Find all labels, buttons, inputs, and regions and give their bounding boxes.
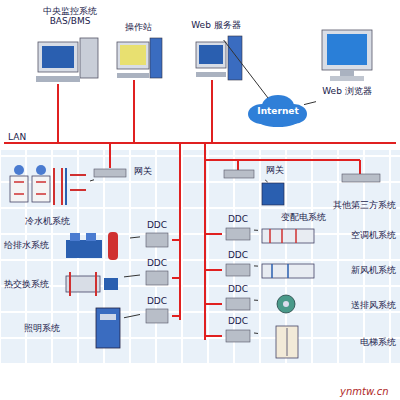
node-text: DDC [228, 284, 248, 294]
lan-label: LAN [8, 132, 26, 142]
node-text: 照明系统 [24, 323, 60, 333]
node-text: 中央监控系统 BAS/BMS [28, 6, 112, 27]
ddc-box: DDC [140, 296, 174, 326]
node-text: DDC [228, 316, 248, 326]
monitor [322, 30, 372, 81]
node-text: DDC [147, 296, 167, 306]
node-text: 新风机系统 [351, 265, 396, 275]
system-block: 电梯系统 [258, 324, 396, 360]
connector [254, 265, 258, 266]
system-block: 空调机系统 [258, 224, 396, 246]
node-text: 热交换系统 [4, 279, 49, 289]
node-text: DDC [147, 258, 167, 268]
gateway-box: 网关 [94, 160, 152, 182]
fan [277, 295, 295, 313]
connector [265, 180, 267, 182]
system-block: 热交换系统 [4, 267, 124, 301]
cloud-node: Internet [252, 98, 304, 124]
switch-cabinet [262, 183, 284, 205]
node-text: 冷水机系统 [25, 216, 70, 226]
node-text: 网关 [266, 165, 284, 175]
node-text: DDC [147, 220, 167, 230]
connector [124, 314, 140, 317]
air-handler [262, 229, 314, 243]
elevator [276, 326, 298, 358]
ddc-box: DDC [222, 214, 254, 244]
connector [90, 180, 94, 181]
pump-set [66, 232, 118, 260]
computer-station: Web 浏览器 [316, 86, 378, 102]
computer-station: 操作站 [110, 22, 166, 40]
system-block: 照明系统 [24, 306, 124, 350]
computer [196, 36, 242, 80]
node-text: 电梯系统 [360, 337, 396, 347]
ddc-box: DDC [222, 250, 254, 280]
connector [254, 332, 258, 333]
node-text: Internet [257, 106, 298, 116]
lighting-cabinet [96, 308, 120, 348]
node-text: Web 浏览器 [322, 86, 371, 96]
heat-exchanger [66, 272, 118, 296]
node-text: 空调机系统 [351, 230, 396, 240]
computer-station: Web 服务器 [186, 20, 246, 40]
ddc-device [146, 228, 250, 342]
system-block: 送排风系统 [258, 293, 396, 317]
connector [124, 275, 140, 277]
system-block: 给排水系统 [4, 227, 130, 263]
connector [130, 237, 140, 238]
gateway-box: 网关 [222, 160, 284, 180]
computer-station: 中央监控系统 BAS/BMS [28, 6, 112, 40]
computer [36, 38, 98, 82]
node-text: Web 服务器 [191, 20, 240, 30]
watermark: ynmtw.cn [340, 386, 388, 397]
node-text: DDC [228, 250, 248, 260]
cloud [248, 95, 307, 127]
connector [254, 230, 258, 231]
connector [224, 40, 268, 98]
connector [304, 102, 316, 105]
ddc-box: DDC [222, 284, 254, 314]
lan-bus [4, 80, 396, 340]
node-text: 给排水系统 [4, 240, 49, 250]
node-text: 变配电系统 [281, 212, 326, 222]
node-text: DDC [228, 214, 248, 224]
node-text: 其他第三方系统 [333, 200, 396, 210]
chiller [10, 165, 86, 205]
fresh-air-unit [262, 264, 314, 278]
ddc-box: DDC [222, 316, 254, 346]
node-text: 送排风系统 [351, 300, 396, 310]
system-block: 变配电系统 [258, 182, 326, 222]
grid-ground [0, 150, 400, 365]
node-text: 网关 [134, 166, 152, 176]
system-block: 冷水机系统 [4, 162, 90, 226]
system-block: 其他第三方系统 [330, 172, 398, 210]
node-text: 操作站 [125, 22, 152, 32]
computer [117, 38, 162, 78]
connector [254, 300, 258, 301]
ddc-box: DDC [140, 220, 174, 250]
ddc-box: DDC [140, 258, 174, 288]
system-block: 新风机系统 [258, 259, 396, 281]
